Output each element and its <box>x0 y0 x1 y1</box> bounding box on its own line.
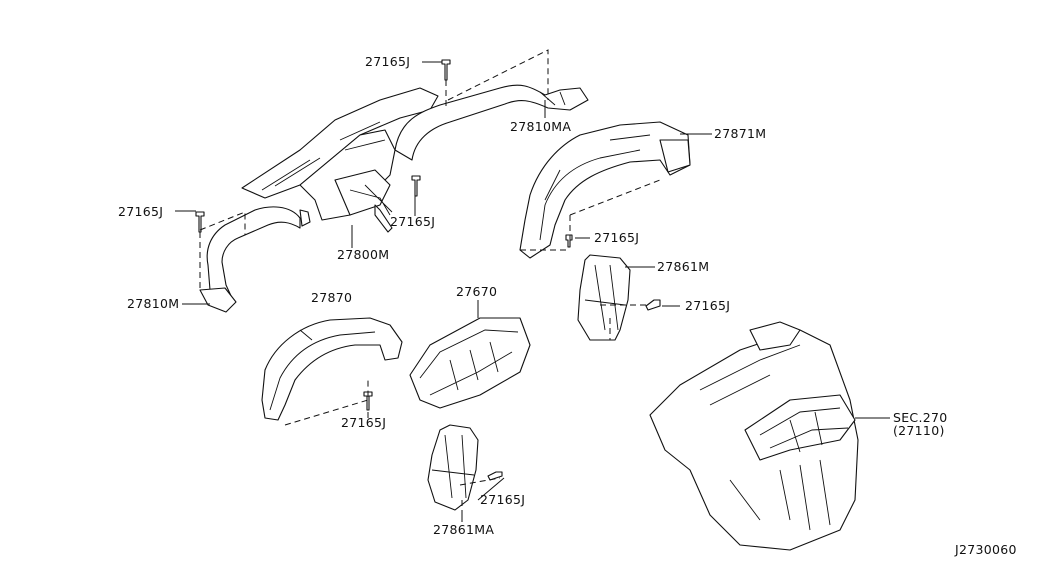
label-27871m[interactable]: 27871M <box>714 126 767 141</box>
label-sec-270[interactable]: SEC.270 <box>893 410 948 425</box>
part-27861ma[interactable] <box>427 424 479 511</box>
label-27810ma[interactable]: 27810MA <box>510 119 572 134</box>
label-27861m[interactable]: 27861M <box>657 259 710 274</box>
diagram-code: J2730060 <box>955 542 1017 557</box>
leader-lines <box>175 61 890 522</box>
label-27165j-bottom[interactable]: 27165J <box>480 492 526 507</box>
label-27165j-right[interactable]: 27165J <box>594 230 640 245</box>
label-27165j-mid[interactable]: 27165J <box>390 214 436 229</box>
part-27670[interactable] <box>409 317 531 409</box>
label-27110: (27110) <box>893 423 945 438</box>
part-27870[interactable] <box>261 317 403 421</box>
label-27870[interactable]: 27870 <box>311 290 353 305</box>
label-27165j-low[interactable]: 27165J <box>341 415 387 430</box>
label-27165j-top[interactable]: 27165J <box>365 54 411 69</box>
label-27800m[interactable]: 27800M <box>337 247 390 262</box>
label-27165j-r2[interactable]: 27165J <box>685 298 731 313</box>
part-27800m[interactable] <box>241 87 439 233</box>
guide-lines <box>199 49 661 510</box>
label-27861ma[interactable]: 27861MA <box>433 522 495 537</box>
label-27810m[interactable]: 27810M <box>127 296 180 311</box>
label-27670[interactable]: 27670 <box>456 284 498 299</box>
part-27861m[interactable] <box>577 254 631 341</box>
bolt-icons <box>195 59 661 481</box>
part-27810m[interactable] <box>199 206 311 313</box>
part-heater-unit[interactable] <box>649 321 859 551</box>
part-27871m[interactable] <box>519 121 691 259</box>
label-27165j-left[interactable]: 27165J <box>118 204 164 219</box>
